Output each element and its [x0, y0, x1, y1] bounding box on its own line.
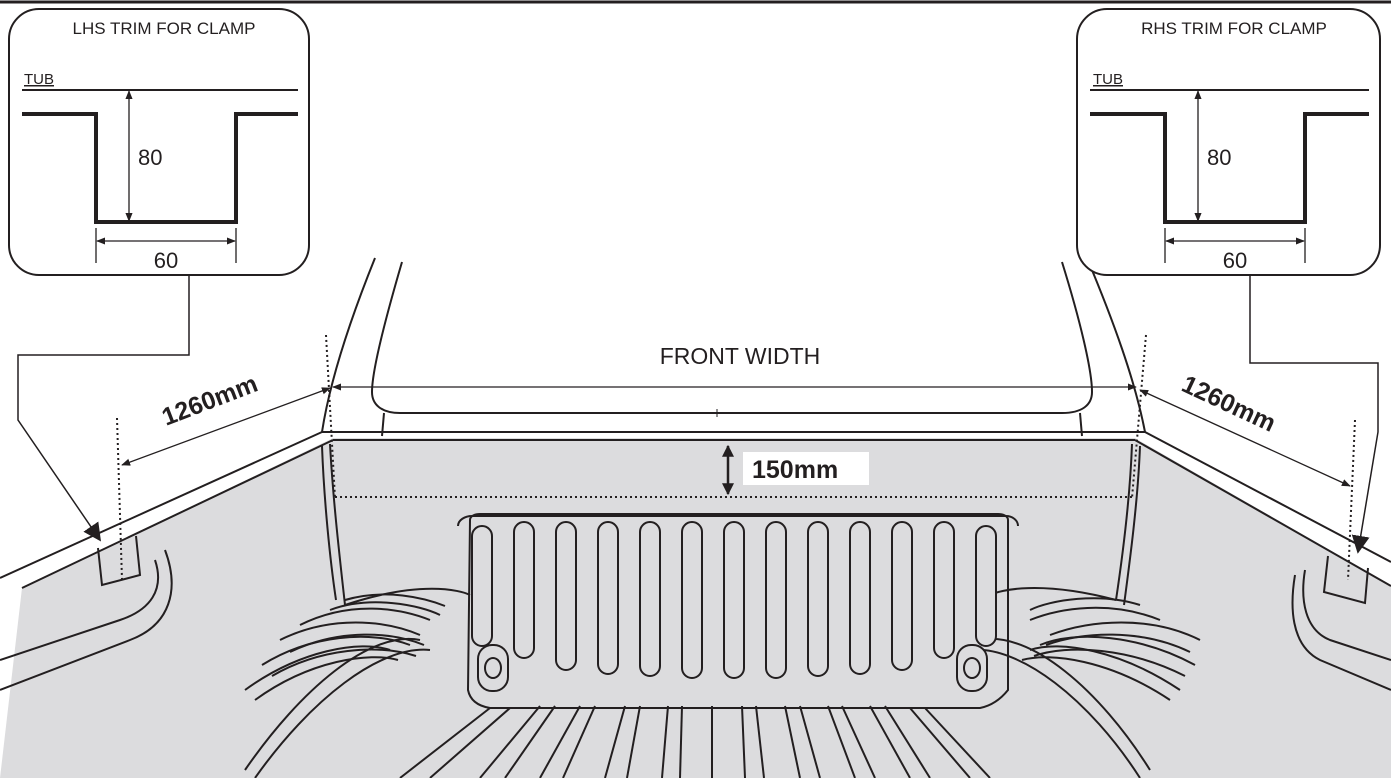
right-length-ref-dotted [1347, 419, 1356, 581]
right-clamp-notch [1322, 555, 1369, 605]
rhs-width-value: 60 [1223, 248, 1247, 273]
left-length-arrow [121, 387, 331, 466]
rhs-tub-label: TUB [1093, 71, 1123, 88]
left-rail [0, 432, 333, 598]
lhs-depth-value: 80 [138, 145, 162, 170]
right-length-arrow [1139, 389, 1351, 487]
left-clamp-notch [97, 535, 142, 587]
lhs-detail-box: LHS TRIM FOR CLAMP TUB 80 60 [8, 8, 310, 276]
rhs-detail-box: RHS TRIM FOR CLAMP TUB 80 60 [1076, 8, 1381, 276]
tub-body [0, 431, 1391, 778]
lhs-width-value: 60 [154, 248, 178, 273]
offset-label-bg [743, 452, 869, 485]
rhs-channel-profile [1090, 112, 1369, 224]
left-length-ref-dotted [116, 417, 123, 581]
rhs-title: RHS TRIM FOR CLAMP [1141, 19, 1327, 38]
front-width-label: FRONT WIDTH [660, 343, 821, 369]
floor-grooves [399, 705, 991, 778]
lhs-title: LHS TRIM FOR CLAMP [73, 19, 256, 38]
raised-panel [466, 513, 1009, 709]
tie-down-left [477, 644, 509, 692]
rhs-depth-value: 80 [1207, 145, 1231, 170]
lhs-channel-profile [22, 112, 298, 224]
lhs-tub-label: TUB [24, 71, 54, 88]
lhs-leader-line [17, 275, 190, 542]
right-dotted-ref [1131, 334, 1147, 499]
left-length-label: 1260mm [158, 370, 261, 432]
rhs-leader-line [1249, 275, 1379, 554]
offset-label: 150mm [752, 456, 838, 484]
right-length-label: 1260mm [1177, 370, 1280, 438]
tie-down-right [956, 644, 988, 692]
panel-slots [471, 521, 997, 679]
